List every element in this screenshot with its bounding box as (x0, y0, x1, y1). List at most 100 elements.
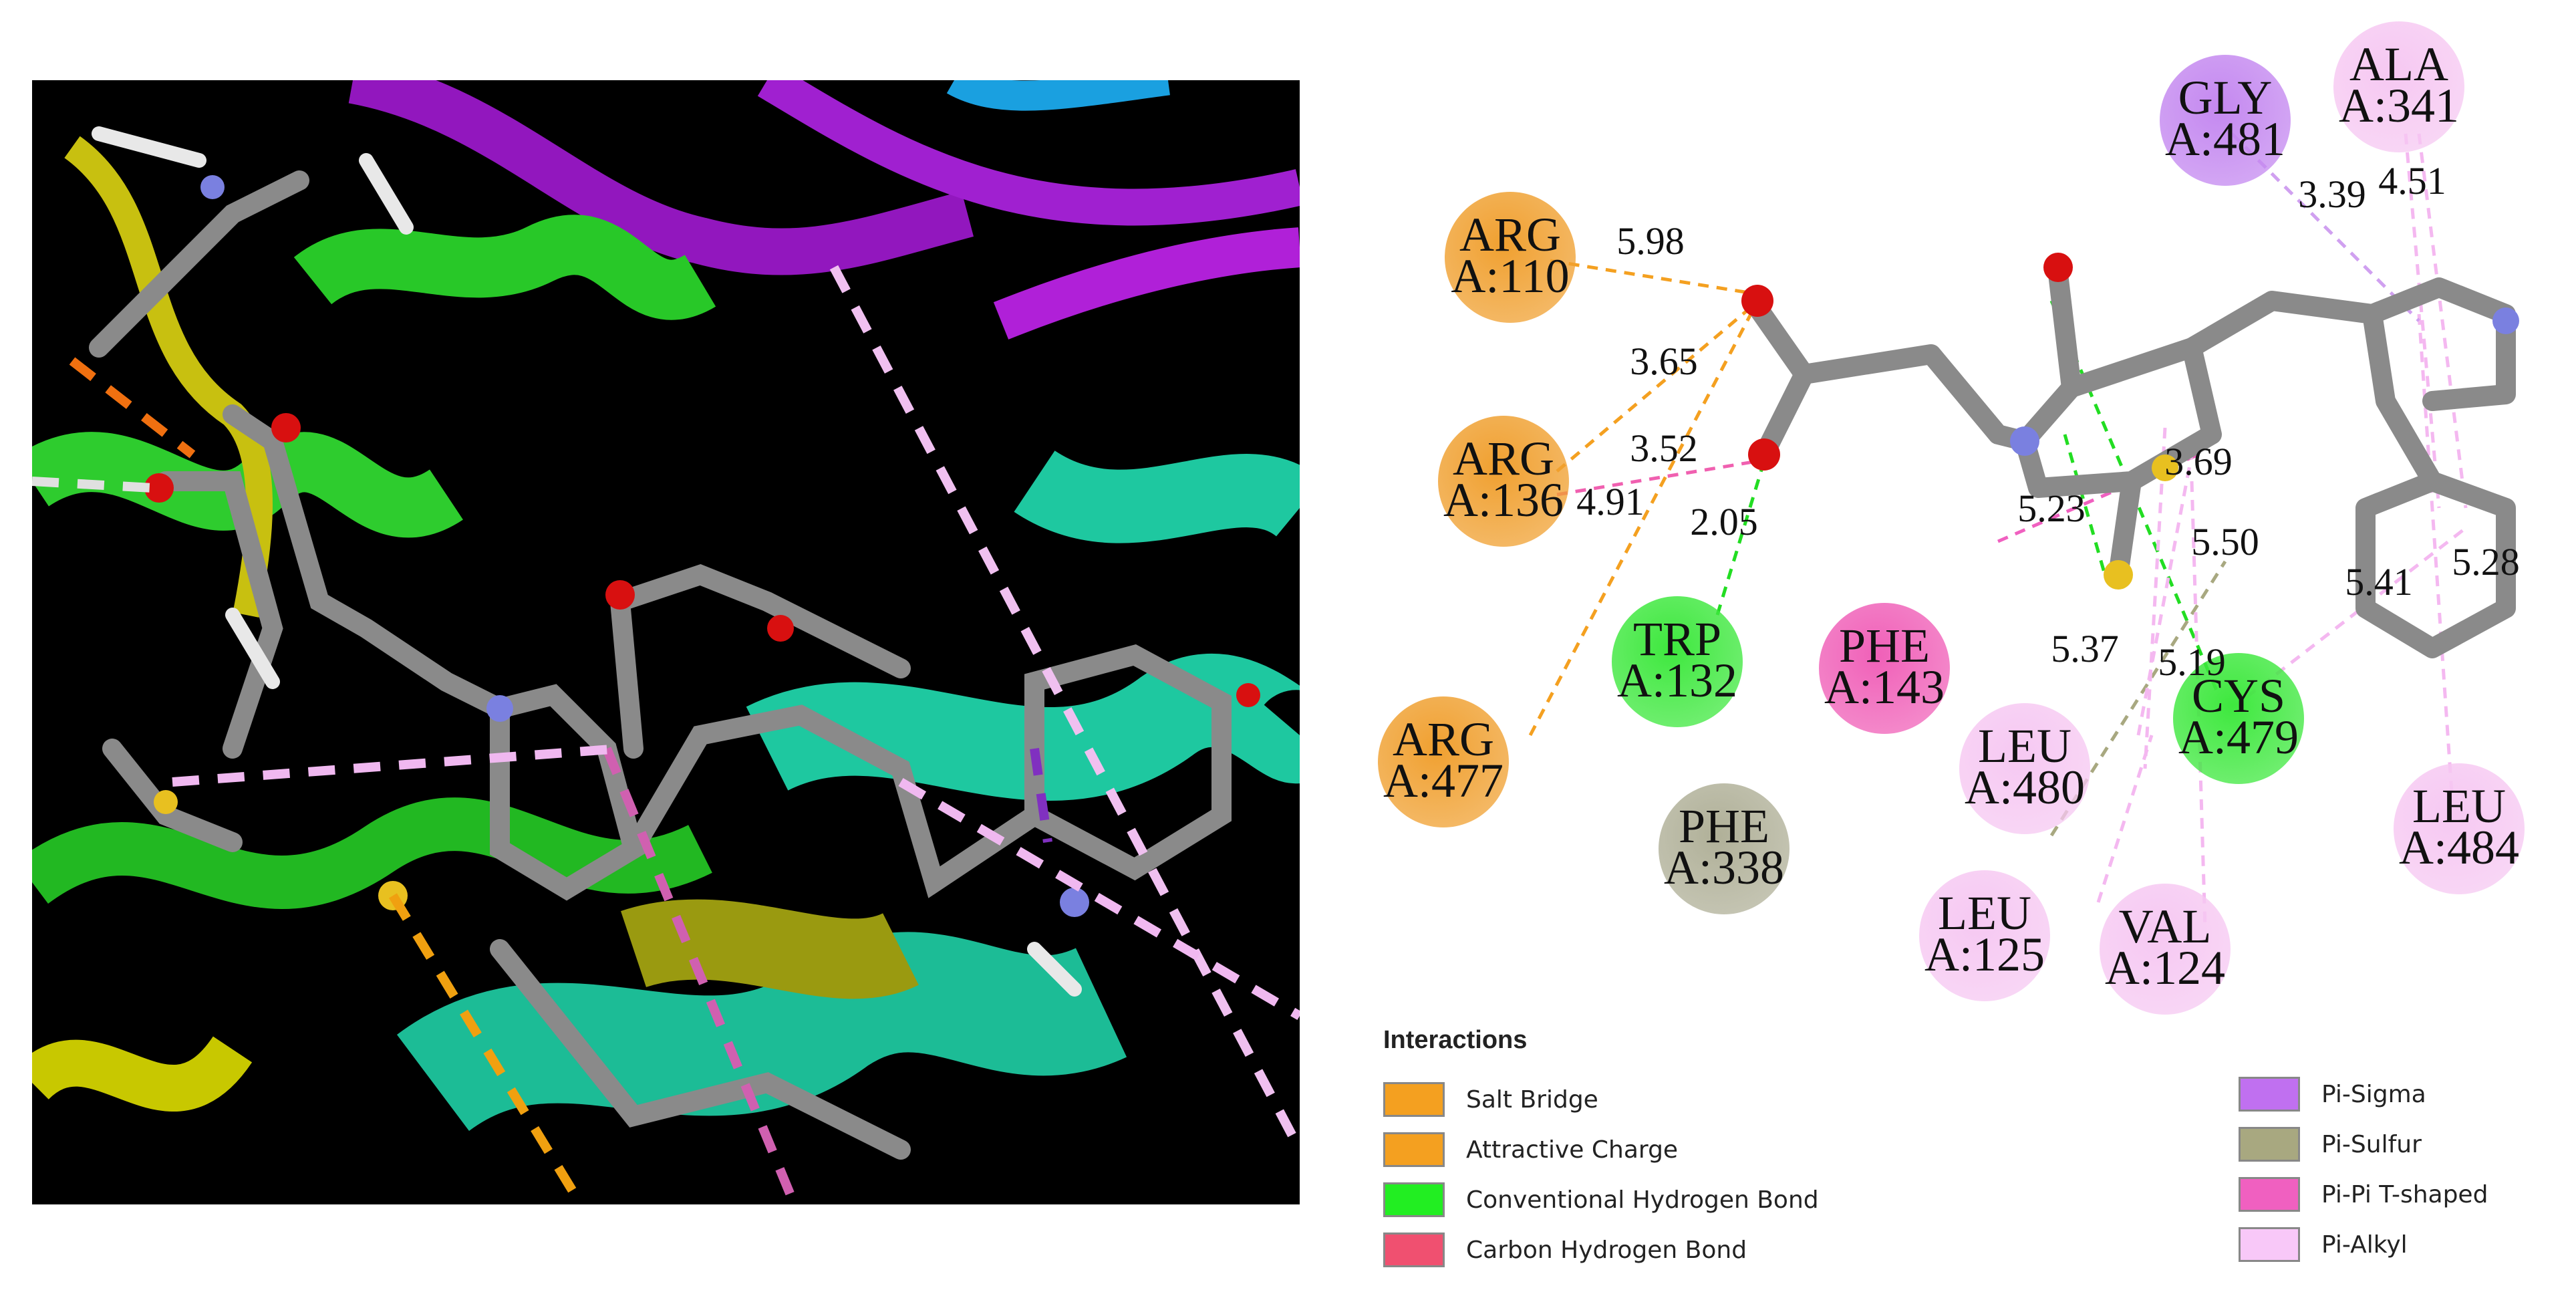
residue-name: ARG (1393, 713, 1494, 766)
residue-name: LEU (2412, 779, 2506, 833)
protein-3d-render (32, 80, 1300, 1204)
interaction-line-phe338 (2049, 560, 2227, 837)
residue-circle (1445, 192, 1576, 323)
legend-swatch (1383, 1132, 1445, 1167)
legend-item-conventional-hydrogen-bond: Conventional Hydrogen Bond (1383, 1180, 1819, 1220)
distance-label: 5.50 (2191, 520, 2259, 563)
residue-name: GLY (2178, 71, 2273, 124)
residue-circle (2394, 763, 2525, 894)
residue-id: A:132 (1617, 654, 1737, 707)
distance-label: 3.65 (1630, 340, 1698, 383)
nitrogen-atoms (2010, 307, 2519, 456)
legend-item-pi-pi-t-shaped: Pi-Pi T-shaped (2239, 1174, 2488, 1214)
distance-label: 3.69 (2164, 440, 2233, 483)
legend-title: Interactions (1383, 1026, 1528, 1054)
residue-circle (2173, 653, 2304, 784)
residue-id: A:484 (2399, 821, 2519, 874)
residue-circle (1438, 416, 1569, 547)
residue-id: A:125 (1924, 928, 2045, 981)
distance-label: 5.28 (2452, 540, 2520, 584)
residue-id: A:480 (1965, 761, 2085, 814)
legend-label: Carbon Hydrogen Bond (1466, 1236, 1747, 1264)
residue-name: ALA (2349, 37, 2448, 91)
distance-label: 5.23 (2017, 487, 2086, 530)
legend-item-attractive-charge: Attractive Charge (1383, 1130, 1678, 1170)
residue-name: LEU (1978, 719, 2071, 773)
residue-name: TRP (1633, 612, 1721, 666)
distance-label: 5.37 (2051, 627, 2119, 670)
residue-circle (1659, 783, 1790, 914)
sulfur-atoms (2104, 455, 2178, 590)
interaction-line-arg136-a (1556, 306, 1752, 473)
residue-name: PHE (1679, 799, 1769, 853)
legend-item-pi-sulfur: Pi-Sulfur (2239, 1124, 2422, 1164)
residue-name: LEU (1938, 886, 2031, 940)
legend-label: Conventional Hydrogen Bond (1466, 1186, 1819, 1214)
legend-label: Pi-Sigma (2321, 1080, 2426, 1108)
residue-id: A:124 (2105, 941, 2225, 995)
residue-id: A:479 (2178, 710, 2299, 764)
legend-item-pi-alkyl: Pi-Alkyl (2239, 1224, 2408, 1265)
distance-label: 3.52 (1630, 426, 1698, 470)
interaction-line-ala341-a (2404, 133, 2441, 509)
residue-name: CYS (2192, 669, 2285, 723)
residue-circle (1919, 870, 2050, 1001)
interaction-line-cys479-a (2063, 434, 2107, 575)
residue-id: A:338 (1664, 841, 1784, 894)
distance-label: 5.19 (2158, 640, 2226, 684)
legend-item-pi-sigma: Pi-Sigma (2239, 1074, 2426, 1114)
residue-circle (1612, 596, 1743, 727)
legend-item-salt-bridge: Salt Bridge (1383, 1079, 1598, 1120)
interaction-diagram-svg: ARGA:110ARGA:136ARGA:477TRPA:132PHEA:143… (1378, 21, 2525, 1015)
residue-circle (2333, 21, 2464, 152)
residue-id: A:110 (1451, 249, 1569, 303)
residue-circle (1378, 696, 1509, 827)
protein-3d-render-image (32, 80, 1300, 1204)
interaction-line-trp132 (1715, 461, 1766, 616)
residue-circle (2100, 884, 2231, 1015)
legend-swatch (1383, 1082, 1445, 1117)
residue-name: ARG (1453, 432, 1554, 485)
oxygen-atoms (1741, 253, 2073, 471)
distance-label: 5.41 (2345, 560, 2413, 604)
residue-name: ARG (1459, 208, 1561, 261)
residue-circle (2160, 55, 2291, 186)
distance-label: 5.98 (1616, 219, 1685, 263)
interaction-line-leu480 (2136, 454, 2194, 736)
residue-circle (1819, 603, 1950, 734)
residue-id: A:481 (2165, 112, 2285, 166)
residue-id: A:477 (1383, 754, 1504, 807)
distance-label: 3.39 (2298, 172, 2366, 216)
legend-swatch (2239, 1227, 2300, 1262)
legend-label: Salt Bridge (1466, 1085, 1598, 1114)
legend-swatch (1383, 1233, 1445, 1267)
residue-id: A:136 (1443, 473, 1564, 527)
legend-label: Attractive Charge (1466, 1136, 1679, 1164)
residue-id: A:143 (1824, 660, 1945, 714)
legend-label: Pi-Sulfur (2321, 1130, 2422, 1158)
legend-swatch (2239, 1127, 2300, 1162)
interaction-line-arg136-b (1556, 459, 1758, 497)
legend-label: Pi-Alkyl (2321, 1231, 2408, 1259)
legend-swatch (2239, 1077, 2300, 1112)
residue-id: A:341 (2339, 79, 2459, 132)
interaction-line-cys479-pi (2231, 527, 2467, 710)
distance-label: 2.05 (1690, 500, 1758, 543)
residue-name: VAL (2119, 900, 2212, 953)
distance-label: 4.91 (1576, 480, 1644, 523)
legend-label: Pi-Pi T-shaped (2321, 1180, 2488, 1208)
distance-label: 4.51 (2378, 159, 2446, 203)
